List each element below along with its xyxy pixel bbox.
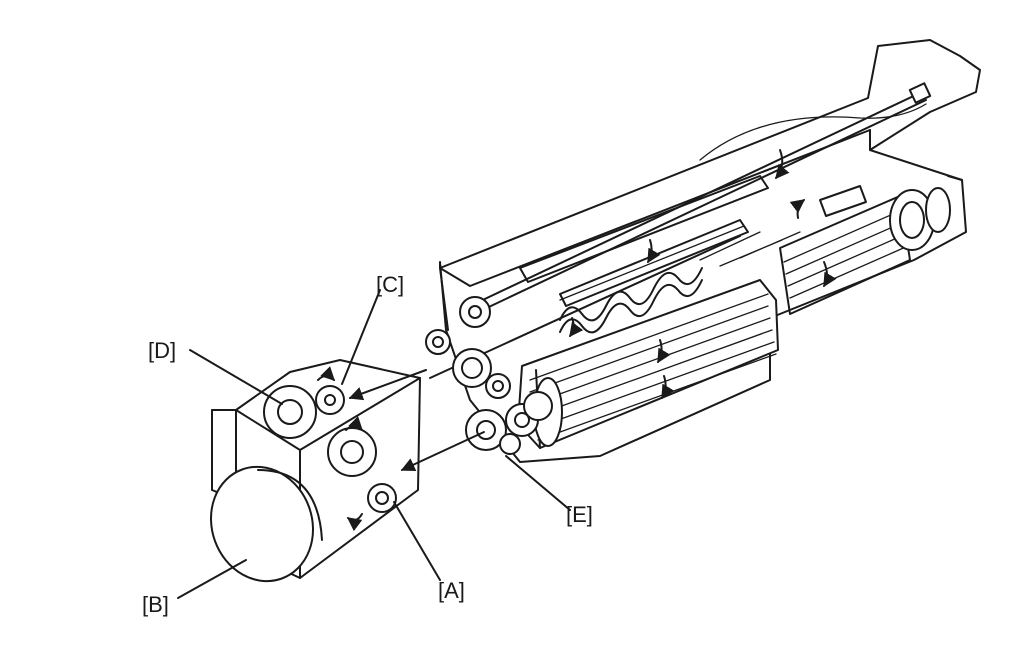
coupling-arrows: [348, 369, 485, 472]
leader-lines: [177, 289, 571, 599]
rotation-arrows: [569, 149, 837, 400]
drive-motor: [209, 465, 323, 583]
callout-d: [D]: [148, 338, 176, 363]
callout-a: [A]: [438, 578, 465, 603]
callout-c: [C]: [376, 272, 404, 297]
unit-front-gears: [425, 296, 553, 455]
callout-e: [E]: [566, 502, 593, 527]
upper-shafts: [429, 82, 932, 379]
callout-b: [B]: [142, 592, 169, 617]
